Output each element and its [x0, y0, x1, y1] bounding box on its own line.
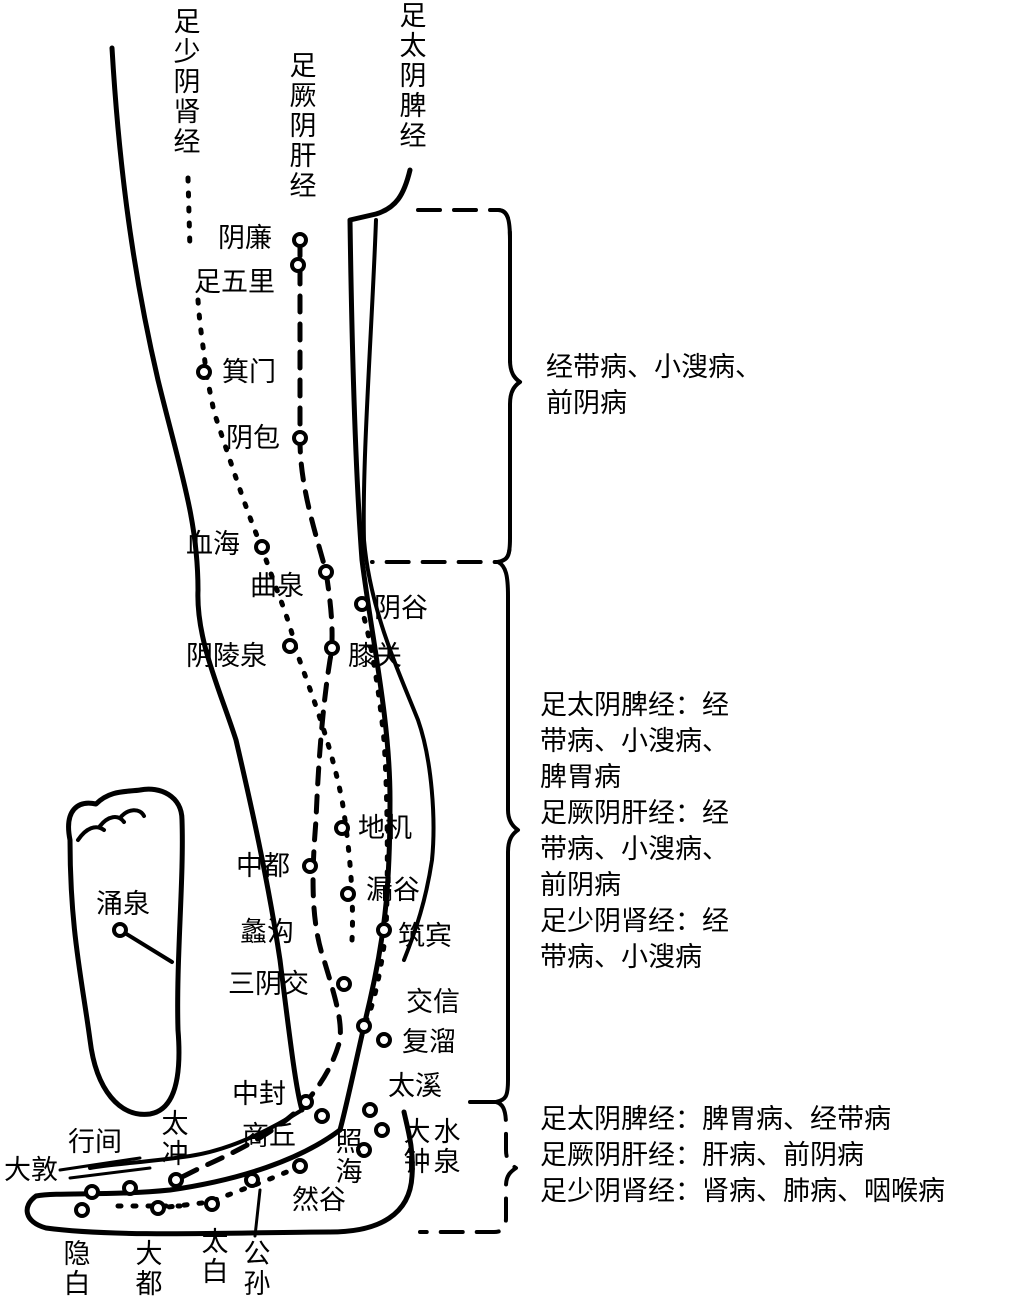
- label-yongquan: 涌泉: [96, 889, 150, 920]
- label-xiguan: 膝关: [348, 641, 402, 672]
- label-jimen: 箕门: [222, 357, 276, 388]
- label-ligou: 蠡沟: [240, 917, 294, 948]
- point-fuliu: [376, 1032, 392, 1048]
- label-taixi: 太溪: [388, 1071, 442, 1102]
- point-ququan: [318, 564, 334, 580]
- label-xingjian: 行间: [68, 1127, 122, 1158]
- bracket-thigh-solid: [496, 208, 522, 564]
- point-xuehai: [254, 539, 270, 555]
- bracket-thigh: [370, 208, 522, 564]
- point-zhubin: [376, 922, 392, 938]
- label-liver-meridian: 足厥阴肝经: [289, 51, 317, 202]
- toes-marks: [76, 808, 146, 842]
- label-shuiquan: 水泉: [433, 1117, 461, 1178]
- indication-thigh: 经带病、小溲病、 前阴病: [546, 352, 762, 419]
- label-gongsun: 公孙: [243, 1239, 271, 1300]
- leg-outline-front: [337, 167, 413, 1133]
- point-xiguan: [324, 640, 340, 656]
- point-zhongdu: [302, 858, 318, 874]
- point-zhaohai: [292, 1158, 308, 1174]
- label-taibai: 太白: [201, 1227, 229, 1288]
- point-diji: [334, 820, 350, 836]
- label-yinbao: 阴包: [226, 423, 280, 454]
- point-taibai: [204, 1196, 220, 1212]
- label-shangqiu: 商丘: [242, 1121, 296, 1152]
- point-yingu: [354, 596, 370, 612]
- point-dazhong: [374, 1122, 390, 1138]
- point-taixi: [362, 1102, 378, 1118]
- label-ququan: 曲泉: [250, 571, 304, 602]
- point-yinlingquan: [282, 638, 298, 654]
- label-diji: 地机: [358, 813, 412, 844]
- point-yinbai: [74, 1202, 90, 1218]
- point-dadun: [84, 1184, 100, 1200]
- label-yingu: 阴谷: [374, 593, 428, 624]
- label-yinlian: 阴廉: [218, 223, 272, 254]
- label-spleen-meridian: 足太阴脾经: [399, 1, 427, 152]
- point-gongsun: [244, 1172, 260, 1188]
- foot-outline: [24, 1109, 415, 1237]
- point-zuwuli: [290, 257, 306, 273]
- label-kidney-meridian: 足少阴肾经: [173, 7, 201, 158]
- leg-outline-inner: [361, 218, 436, 962]
- label-zhaohai: 照海: [335, 1127, 363, 1188]
- point-lougu: [340, 886, 356, 902]
- label-dadu: 大都: [135, 1239, 163, 1300]
- point-zhongfeng: [298, 1094, 314, 1110]
- label-zuwuli: 足五里: [194, 267, 275, 298]
- label-dazhong: 大钟: [403, 1117, 431, 1178]
- bracket-foot: [418, 1100, 518, 1234]
- kidney-meridian-line: [115, 175, 356, 1209]
- point-taichong: [168, 1172, 184, 1188]
- label-taichong: 太冲: [161, 1109, 189, 1170]
- label-fuliu: 复溜: [402, 1027, 456, 1058]
- point-jimen: [196, 364, 212, 380]
- indication-shank: 足太阴脾经：经 带病、小溲病、 脾胃病 足厥阴肝经：经 带病、小溲病、 前阴病 …: [540, 690, 729, 973]
- label-yinbai: 隐白: [63, 1239, 91, 1300]
- point-shangqiu: [314, 1108, 330, 1124]
- label-jiaoxin: 交信: [406, 987, 460, 1018]
- point-yongquan: [112, 922, 128, 938]
- point-yinlian: [292, 232, 308, 248]
- bracket-shank: [468, 560, 520, 1104]
- leg-outline-back: [109, 45, 305, 1113]
- foot-dorsum: [88, 1108, 304, 1170]
- label-lougu: 漏谷: [366, 875, 420, 906]
- point-shuiquan: [356, 1142, 372, 1158]
- point-sanyinjiao: [336, 976, 352, 992]
- label-xuehai: 血海: [186, 529, 240, 560]
- label-zhubin: 筑宾: [398, 921, 452, 952]
- label-rangu: 然谷: [292, 1185, 346, 1216]
- label-zhongfeng: 中封: [232, 1079, 286, 1110]
- point-dadu: [150, 1200, 166, 1216]
- yongquan-pointer: [118, 928, 174, 964]
- point-jiaoxin: [356, 1018, 372, 1034]
- indication-foot: 足太阴脾经：脾胃病、经带病 足厥阴肝经：肝病、前阴病 足少阴肾经：肾病、肺病、咽…: [540, 1104, 945, 1207]
- label-sanyinjiao: 三阴交: [228, 969, 309, 1000]
- label-yinlingquan: 阴陵泉: [186, 641, 267, 672]
- toe-lines: [58, 1156, 262, 1238]
- point-xingjian: [122, 1180, 138, 1196]
- sole-outline: [66, 786, 185, 1117]
- label-zhongdu: 中都: [236, 851, 290, 882]
- label-dadun: 大敦: [4, 1155, 58, 1186]
- point-yinbao: [292, 430, 308, 446]
